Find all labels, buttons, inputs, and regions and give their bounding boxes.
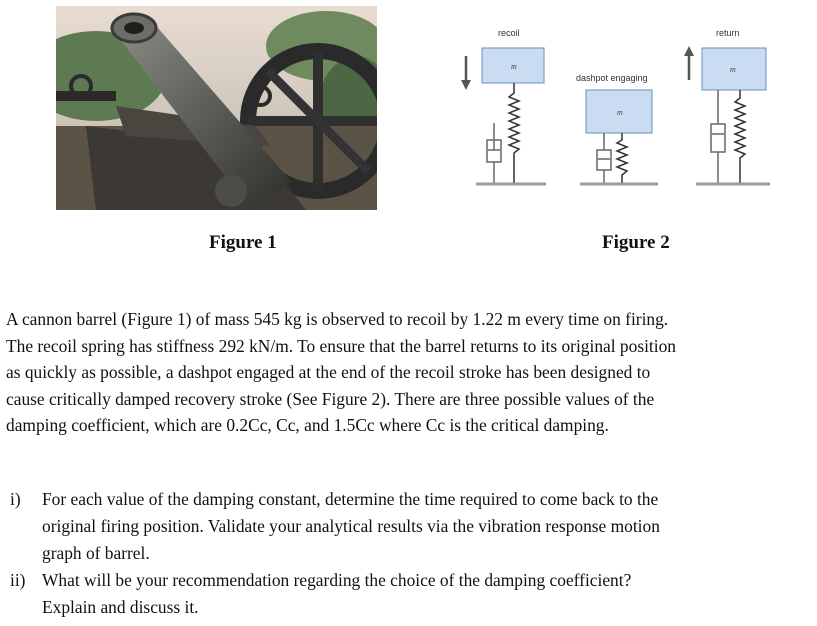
return-unit: m <box>696 47 770 186</box>
mass-label: m <box>730 65 736 74</box>
figure-1-caption: Figure 1 <box>209 232 277 253</box>
problem-line: cause critically damped recovery stroke … <box>6 388 655 409</box>
question-line: What will be your recommendation regardi… <box>42 570 632 590</box>
question-number: ii) <box>10 570 26 590</box>
problem-line: The recoil spring has stiffness 292 kN/m… <box>6 335 676 356</box>
cannon-photo <box>56 6 377 210</box>
question-item: i) For each value of the damping constan… <box>6 486 816 567</box>
question-line: graph of barrel. <box>42 543 150 563</box>
problem-line: as quickly as possible, a dashpot engage… <box>6 362 651 382</box>
question-line: original firing position. Validate your … <box>42 516 660 536</box>
question-item: ii) What will be your recommendation reg… <box>6 567 816 621</box>
problem-line: A cannon barrel (Figure 1) of mass 545 k… <box>6 309 669 329</box>
mass-label: m <box>617 108 623 117</box>
question-list: i) For each value of the damping constan… <box>6 486 816 621</box>
recoil-unit: m <box>476 47 546 186</box>
label-dashpot-engaging: dashpot engaging <box>576 73 648 83</box>
figure-2-caption: Figure 2 <box>602 232 670 253</box>
dashpot-engaging-unit: m <box>580 89 658 186</box>
label-return: return <box>716 28 740 38</box>
question-number: i) <box>10 489 21 509</box>
label-recoil: recoil <box>498 28 520 38</box>
up-arrow-icon <box>684 46 694 80</box>
problem-statement: A cannon barrel (Figure 1) of mass 545 k… <box>6 306 816 439</box>
recoil-diagram: recoil return dashpot engaging m <box>454 18 774 218</box>
mass-label: m <box>511 62 517 71</box>
question-line: Explain and discuss it. <box>42 597 199 617</box>
down-arrow-icon <box>461 56 471 90</box>
question-line: For each value of the damping constant, … <box>42 489 659 509</box>
problem-line: damping coefficient, which are 0.2Cc, Cc… <box>6 415 609 435</box>
